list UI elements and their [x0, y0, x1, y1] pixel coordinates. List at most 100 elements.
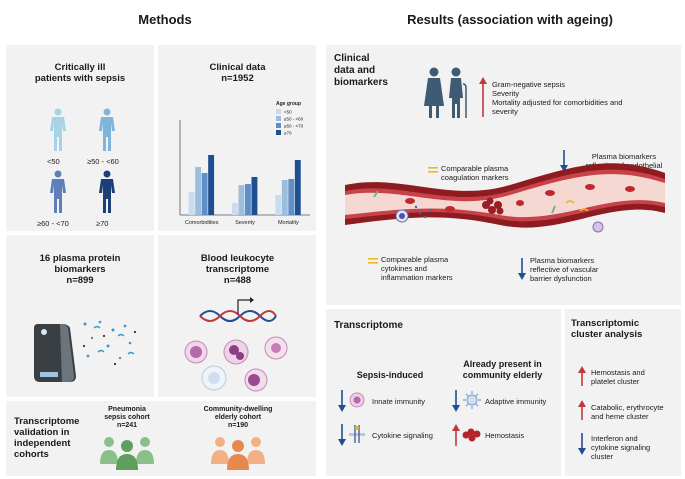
chart-legend-swatch [276, 116, 281, 121]
group-label-under50: <50 [47, 157, 60, 166]
dna-icon [199, 297, 277, 322]
cyto-text-2: cytokines and [381, 264, 427, 273]
cohort1-n: n=241 [116, 422, 138, 429]
blood-vessel-illustration [345, 163, 665, 233]
chart-bar [201, 173, 208, 215]
plasma-n: n=899 [66, 275, 94, 286]
chart-bar [251, 177, 258, 215]
coag-text-1: Comparable plasma [441, 164, 509, 173]
cyto-text-3: inflammation markers [381, 273, 453, 282]
chart-legend-swatch [276, 130, 281, 135]
up-arrow-icon [452, 424, 460, 446]
chart-x-tick-label: Severity [235, 220, 255, 226]
barrier-text-1: Plasma biomarkers [530, 256, 595, 265]
community-elderly-title-2: community elderly [462, 370, 543, 380]
community-elderly-title-1: Already present in [463, 359, 542, 369]
leukocyte-panel [158, 235, 316, 397]
validation-title-3: independent [14, 438, 71, 449]
transcriptome-title: Transcriptome [334, 320, 403, 331]
validation-title-4: cohorts [14, 449, 49, 460]
adaptive-cell-icon [463, 391, 481, 409]
chart-legend-label: <50 [284, 110, 292, 115]
elderly-couple-icon [424, 67, 467, 118]
protein-particles-icon [82, 320, 137, 366]
up-item-gram-negative: Gram-negative sepsis [492, 80, 565, 89]
down-arrow-icon [578, 433, 586, 455]
group-label-60-70: ≥60 - <70 [37, 219, 69, 228]
leukocyte-n: n=488 [223, 275, 252, 286]
chart-bar [281, 180, 288, 215]
cluster-item2-1: Catabolic, erythrocyte [591, 403, 664, 412]
plasma-title-2: biomarkers [54, 264, 106, 275]
chart-legend-label: ≥50 - <60 [284, 117, 304, 122]
patient-50-60-icon [99, 108, 115, 151]
chart-bar [288, 179, 295, 215]
barrier-text-3: barrier dysfunction [530, 274, 592, 283]
validation-title-1: Transcriptome [14, 416, 80, 427]
down-arrow-icon [518, 258, 526, 280]
chart-legend-label: ≥70 [284, 131, 292, 136]
cluster-item3-3: cluster [591, 452, 614, 461]
cluster-title-2: cluster analysis [571, 329, 643, 340]
endo-text-1: Plasma biomarkers [591, 152, 657, 161]
down-arrow-icon [338, 390, 346, 412]
cyto-text-1: Comparable plasma [381, 255, 449, 264]
critically-ill-title-1: Critically ill [54, 62, 106, 73]
down-arrow-icon [338, 424, 346, 446]
chart-legend-swatch [276, 109, 281, 114]
patient-under50-icon [50, 108, 66, 151]
cohort1-label-1: Pneumonia [108, 406, 146, 413]
clinical-results-title-1: Clinical [334, 53, 370, 64]
chart-bar [245, 184, 251, 215]
chart-legend-title: Age group [276, 101, 301, 107]
clinical-results-title-2: data and [334, 65, 376, 76]
up-arrow-icon [479, 77, 487, 117]
cohort2-label-2: elderly cohort [214, 414, 262, 421]
cohort2-label-1: Community-dwelling [203, 406, 273, 413]
up-arrow-icon [578, 400, 586, 420]
chart-bar [232, 203, 238, 215]
chart-bar [195, 167, 202, 215]
critically-ill-title-2: patients with sepsis [34, 73, 126, 84]
patient-70plus-icon [99, 170, 115, 213]
up-item-mortality-2: severity [492, 107, 518, 116]
chart-legend-label: ≥60 - <70 [284, 124, 304, 129]
innate-immunity-label: Innate immunity [372, 397, 425, 406]
chart-bar [188, 192, 195, 215]
sepsis-induced-title: Sepsis-induced [356, 370, 424, 380]
up-item-severity: Severity [492, 89, 520, 98]
leukocyte-title-2: transcriptome [205, 264, 270, 275]
barrier-text-2: reflective of vascular [530, 265, 599, 274]
innate-cell-icon [349, 392, 365, 408]
chart-bar [275, 195, 282, 215]
up-arrow-icon [578, 366, 586, 386]
cluster-title-1: Transcriptomic [571, 318, 640, 329]
group-label-70plus: ≥70 [96, 219, 109, 228]
cluster-item2-2: and heme cluster [591, 412, 649, 421]
cluster-item3-1: Interferon and [591, 434, 638, 443]
group-label-50-60: ≥50 - <60 [87, 157, 119, 166]
plasma-panel [6, 235, 154, 397]
transcriptome-panel [326, 309, 561, 476]
clinical-data-title: Clinical data [209, 62, 266, 73]
chart-bar [238, 185, 245, 215]
cohort1-label-2: sepsis cohort [104, 414, 150, 421]
adaptive-immunity-label: Adaptive immunity [485, 397, 547, 406]
patient-60-70-icon [50, 170, 66, 213]
leukocyte-cells-icon [184, 336, 288, 392]
equal-sign-icon [368, 258, 378, 264]
chart-bar [208, 155, 215, 215]
hemostasis-clot-icon [462, 428, 481, 442]
clinical-data-n: n=1952 [221, 73, 254, 84]
plasma-title-1: 16 plasma protein [39, 253, 121, 264]
pneumonia-cohort-group-icon [100, 437, 154, 470]
cytokine-receptor-icon [349, 425, 365, 443]
elderly-cohort-group-icon [211, 437, 265, 470]
critically-ill-panel [6, 45, 154, 231]
cohort2-n: n=190 [227, 422, 249, 429]
cluster-item1-2: platelet cluster [591, 377, 640, 386]
chart-bar [294, 160, 301, 215]
chart-x-tick-label: Comorbidities [185, 220, 219, 226]
clinical-results-title-3: biomarkers [334, 77, 388, 88]
